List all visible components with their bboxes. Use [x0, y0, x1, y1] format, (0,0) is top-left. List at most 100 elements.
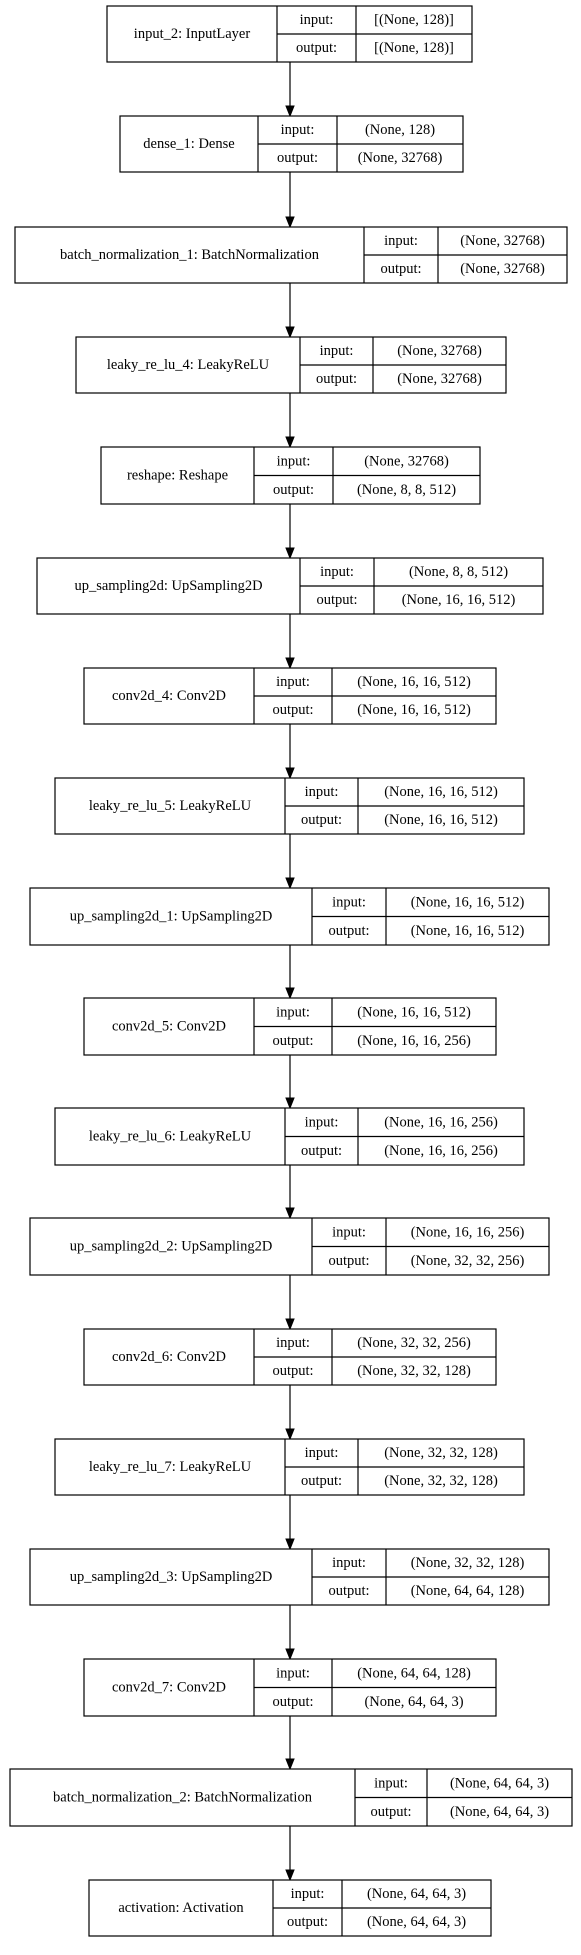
input-shape: [(None, 128)] [374, 12, 454, 28]
edge-arrow [285, 62, 295, 118]
output-label: output: [316, 371, 357, 387]
layer-node: conv2d_5: Conv2D input: output: (None, 16, … [83, 997, 497, 1056]
input-label: input: [281, 122, 315, 138]
input-shape: (None, 32, 32, 128) [384, 1445, 498, 1461]
input-shape: (None, 64, 64, 128) [357, 1665, 471, 1681]
layer-name: conv2d_5: Conv2D [112, 1019, 226, 1035]
input-shape: (None, 16, 16, 256) [411, 1224, 525, 1240]
input-shape: (None, 16, 16, 256) [384, 1114, 498, 1130]
input-label: input: [305, 1114, 339, 1130]
output-shape: (None, 32, 32, 256) [411, 1253, 525, 1269]
output-shape: (None, 16, 16, 256) [357, 1033, 471, 1049]
output-label: output: [301, 1143, 342, 1159]
output-label: output: [328, 923, 369, 939]
input-label: input: [305, 1445, 339, 1461]
edge-arrow [285, 614, 295, 670]
input-shape: (None, 32768) [397, 343, 482, 359]
edge-arrow [285, 1495, 295, 1551]
input-label: input: [332, 1224, 366, 1240]
input-label: input: [374, 1775, 408, 1791]
edge-arrow [285, 172, 295, 229]
layer-name: batch_normalization_2: BatchNormalizatio… [53, 1790, 313, 1806]
edge-arrow [285, 1165, 295, 1220]
output-shape: (None, 16, 16, 512) [357, 702, 471, 718]
output-shape: (None, 16, 16, 256) [384, 1143, 498, 1159]
output-label: output: [316, 592, 357, 608]
layer-name: leaky_re_lu_6: LeakyReLU [89, 1129, 252, 1145]
input-label: input: [320, 564, 354, 580]
input-shape: (None, 16, 16, 512) [411, 894, 525, 910]
layer-name: up_sampling2d_1: UpSampling2D [70, 909, 273, 925]
layer-name: leaky_re_lu_5: LeakyReLU [89, 798, 252, 814]
input-label: input: [276, 1335, 310, 1351]
layer-name: up_sampling2d_3: UpSampling2D [70, 1569, 273, 1585]
input-shape: (None, 64, 64, 3) [367, 1886, 466, 1902]
layer-name: input_2: InputLayer [134, 26, 251, 42]
input-label: input: [332, 894, 366, 910]
output-label: output: [272, 1033, 313, 1049]
output-shape: [(None, 128)] [374, 40, 454, 56]
output-shape: (None, 16, 16, 512) [411, 923, 525, 939]
layer-node: dense_1: Dense input: output: (None, 128) (N… [119, 115, 464, 173]
output-label: output: [272, 702, 313, 718]
edge-arrow [285, 1826, 295, 1882]
layer-node: leaky_re_lu_5: LeakyReLUinput:output:(No… [54, 777, 525, 835]
input-shape: (None, 32768) [460, 233, 545, 249]
layer-name: leaky_re_lu_4: LeakyReLU [107, 357, 270, 373]
layer-name: batch_normalization_1: BatchNormalizatio… [60, 247, 320, 263]
layer-node: up_sampling2d_2: UpSampling2D input: outpu… [29, 1217, 550, 1276]
output-label: output: [301, 1473, 342, 1489]
layer-name: activation: Activation [118, 1900, 244, 1916]
input-label: input: [276, 674, 310, 690]
output-label: output: [277, 150, 318, 166]
input-label: input: [332, 1555, 366, 1571]
input-label: input: [276, 1665, 310, 1681]
edge-arrow [285, 393, 295, 449]
input-label: input: [276, 1004, 310, 1020]
layer-node: batch_normalization_1: BatchNormalizatio… [14, 226, 568, 284]
layer-node: leaky_re_lu_7: LeakyReLU input: output: (No… [54, 1438, 525, 1496]
edge-arrow [285, 1055, 295, 1110]
edge-arrow [285, 945, 295, 1000]
output-shape: (None, 32768) [397, 371, 482, 387]
output-shape: (None, 64, 64, 128) [411, 1583, 525, 1599]
input-label: input: [320, 343, 354, 359]
output-label: output: [370, 1804, 411, 1820]
input-shape: (None, 32, 32, 256) [357, 1335, 471, 1351]
layer-name: leaky_re_lu_7: LeakyReLU [89, 1459, 252, 1475]
output-shape: (None, 64, 64, 3) [367, 1914, 466, 1930]
input-shape: (None, 32768) [364, 453, 449, 469]
edge-arrow [285, 1716, 295, 1771]
layer-node: up_sampling2d_3: UpSampling2Dinput:outpu… [29, 1548, 550, 1606]
layer-name: reshape: Reshape [127, 468, 228, 484]
edge-arrow [285, 504, 295, 560]
edge-arrow [285, 1275, 295, 1331]
input-shape: (None, 128) [365, 122, 435, 138]
input-label: input: [305, 784, 339, 800]
layer-name: conv2d_4: Conv2D [112, 688, 226, 704]
output-shape: (None, 32, 32, 128) [357, 1363, 471, 1379]
layer-name: dense_1: Dense [143, 136, 234, 152]
output-shape: (None, 32768) [358, 150, 443, 166]
layer-name: up_sampling2d: UpSampling2D [74, 578, 262, 594]
layer-name: up_sampling2d_2: UpSampling2D [70, 1239, 273, 1255]
input-label: input: [300, 12, 334, 28]
layer-name: conv2d_6: Conv2D [112, 1349, 226, 1365]
input-shape: (None, 16, 16, 512) [357, 1004, 471, 1020]
layer-node: activation: Activationinput:output:(None… [88, 1879, 492, 1937]
layer-node: leaky_re_lu_6: LeakyReLU input: output: (No… [54, 1107, 525, 1166]
input-shape: (None, 32, 32, 128) [411, 1555, 525, 1571]
edge-arrow [285, 1605, 295, 1661]
output-label: output: [296, 40, 337, 56]
input-shape: (None, 64, 64, 3) [450, 1775, 549, 1791]
edge-arrow [285, 283, 295, 339]
input-shape: (None, 16, 16, 512) [357, 674, 471, 690]
layer-node: conv2d_4: Conv2D input: output: (None, 16, … [83, 667, 497, 725]
output-shape: (None, 16, 16, 512) [384, 812, 498, 828]
edge-arrow [285, 724, 295, 780]
output-label: output: [328, 1253, 369, 1269]
